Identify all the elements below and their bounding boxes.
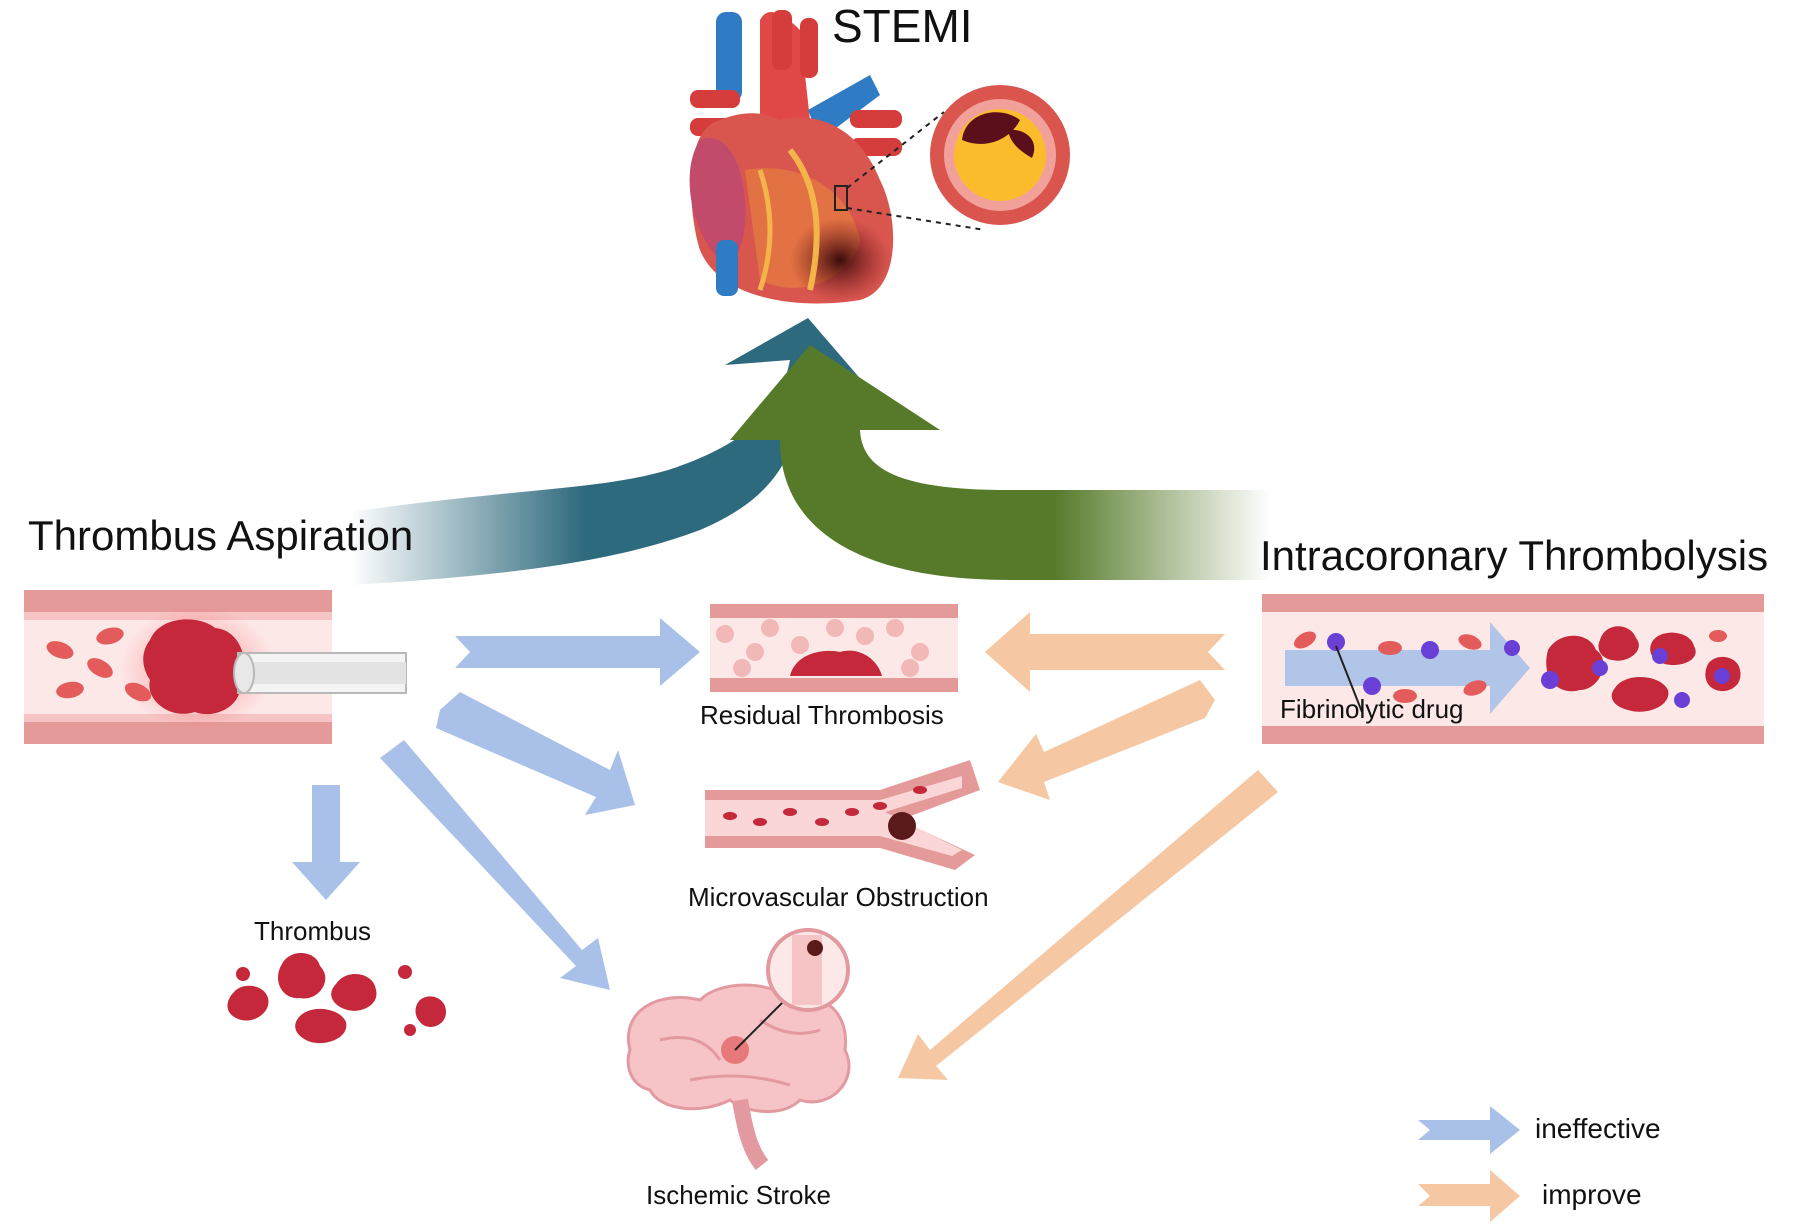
legend-ineffective-swatch: [1418, 1106, 1520, 1154]
thrombus-label: Thrombus: [254, 916, 371, 946]
diagram-title: STEMI: [832, 0, 973, 52]
legend-improve-swatch: [1418, 1170, 1520, 1222]
ineffective-arrows: [292, 618, 700, 990]
arrow-aspiration-to-mvo: [436, 692, 635, 815]
ischemic-stroke-label: Ischemic Stroke: [646, 1180, 831, 1210]
residual-thrombosis-label: Residual Thrombosis: [700, 700, 944, 730]
arrow-aspiration-to-stroke: [380, 740, 610, 990]
thrombolysis-vessel: [1262, 594, 1764, 744]
residual-thrombosis-vessel: [710, 604, 958, 692]
heart-illustration: [689, 10, 1070, 304]
improve-arrows: [898, 612, 1278, 1080]
arrow-aspiration-to-residual: [455, 618, 700, 686]
brain-illustration: [626, 928, 851, 1170]
aspiration-to-stemi-arrow: [350, 318, 870, 585]
thrombolysis-to-stemi-arrow: [730, 345, 1270, 580]
fibrinolytic-drug-label: Fibrinolytic drug: [1280, 694, 1464, 724]
right-method-label: Intracoronary Thrombolysis: [1260, 532, 1768, 579]
left-method-label: Thrombus Aspiration: [28, 512, 413, 559]
mvo-label: Microvascular Obstruction: [688, 882, 989, 912]
legend-improve-label: improve: [1542, 1179, 1642, 1210]
legend: ineffective improve: [1418, 1106, 1661, 1222]
arrow-thrombolysis-to-stroke: [898, 770, 1278, 1080]
microvascular-vessel: [705, 760, 980, 870]
arrow-thrombolysis-to-mvo: [998, 680, 1215, 800]
thrombus-fragments: [227, 952, 446, 1044]
aspiration-vessel: [24, 590, 407, 744]
arrow-aspiration-to-thrombus: [292, 785, 360, 900]
arrow-thrombolysis-to-residual: [985, 612, 1225, 692]
legend-ineffective-label: ineffective: [1535, 1113, 1661, 1144]
